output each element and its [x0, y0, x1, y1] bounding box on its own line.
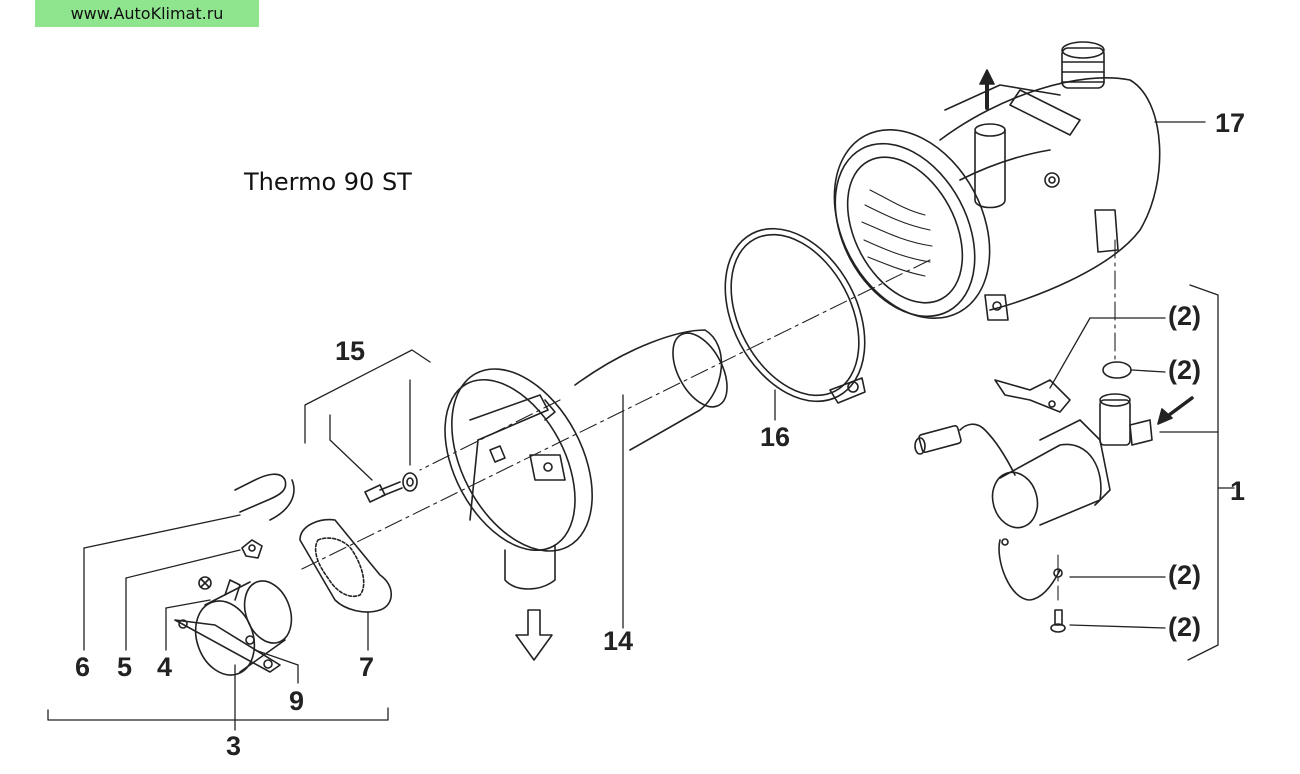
callout-4: 4 — [157, 652, 173, 682]
center-axis — [300, 240, 1115, 600]
leader-lines — [48, 122, 1234, 730]
callout-1: 1 — [1230, 476, 1246, 506]
flow-arrows — [516, 70, 1192, 660]
clamp-ring-part-16 — [697, 205, 893, 426]
callout-9: 9 — [289, 686, 305, 716]
hose-part-6 — [235, 474, 294, 520]
diagram-title: Thermo 90 ST — [244, 168, 412, 196]
callout-14: 14 — [603, 626, 634, 656]
callout-2-seal: (2) — [1168, 301, 1201, 331]
circulation-pump-part-1 — [915, 362, 1152, 632]
glow-plug-assembly-part-3 — [175, 574, 300, 683]
clip-part-5 — [242, 540, 262, 558]
callout-5: 5 — [117, 652, 133, 682]
callout-2-screw: (2) — [1168, 612, 1201, 642]
callout-2-oring: (2) — [1168, 355, 1201, 385]
callout-16: 16 — [760, 422, 791, 452]
callout-7: 7 — [359, 652, 375, 682]
screw-washer-part-15 — [365, 473, 417, 502]
callout-2-bracket: (2) — [1168, 560, 1201, 590]
heat-exchanger-part-17 — [803, 42, 1159, 345]
callout-6: 6 — [75, 652, 91, 682]
callout-3: 3 — [226, 731, 242, 761]
callout-17: 17 — [1215, 108, 1246, 138]
callout-15: 15 — [335, 336, 366, 366]
watermark-label: www.AutoKlimat.ru — [35, 0, 259, 27]
burner-housing-part-14 — [418, 324, 738, 589]
gasket-part-7 — [300, 520, 391, 612]
